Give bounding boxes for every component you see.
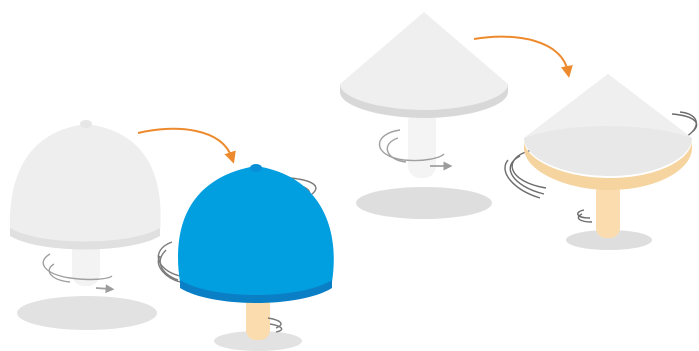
dome-knob <box>250 164 262 172</box>
gray-cone-spinner <box>505 74 697 250</box>
dome-cap <box>178 166 334 297</box>
stem <box>408 110 436 178</box>
stem <box>596 182 620 238</box>
dome-cap <box>10 124 161 244</box>
ground-shadow <box>17 296 157 330</box>
white-cone-spinner <box>340 12 508 219</box>
ground-shadow <box>356 187 492 219</box>
curved-arrow-icon <box>138 129 232 158</box>
blue-dome-spinner <box>158 164 333 351</box>
white-dome-spinner <box>10 120 161 330</box>
cone-cap <box>340 12 508 112</box>
dome-knob <box>80 120 92 128</box>
curved-arrow-icon <box>474 37 568 72</box>
